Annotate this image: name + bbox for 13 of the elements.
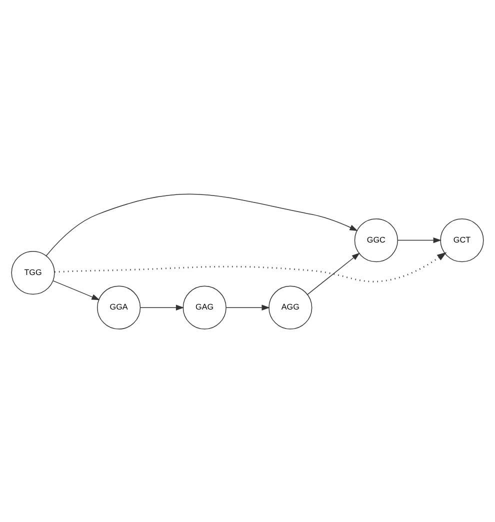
arrow — [226, 304, 270, 310]
arrow — [46, 193, 358, 256]
node-circle: GGA — [97, 285, 141, 329]
arrow — [140, 304, 184, 310]
arrow — [52, 280, 100, 300]
arrow — [397, 236, 442, 243]
node-circle: GGC — [354, 218, 398, 262]
node-circle: TGG — [11, 250, 55, 294]
node-circle: GAG — [182, 285, 226, 329]
node-circle: AGG — [268, 285, 312, 329]
node-circle: GCT — [440, 218, 484, 262]
arrow — [54, 252, 447, 282]
arrow — [307, 252, 360, 294]
